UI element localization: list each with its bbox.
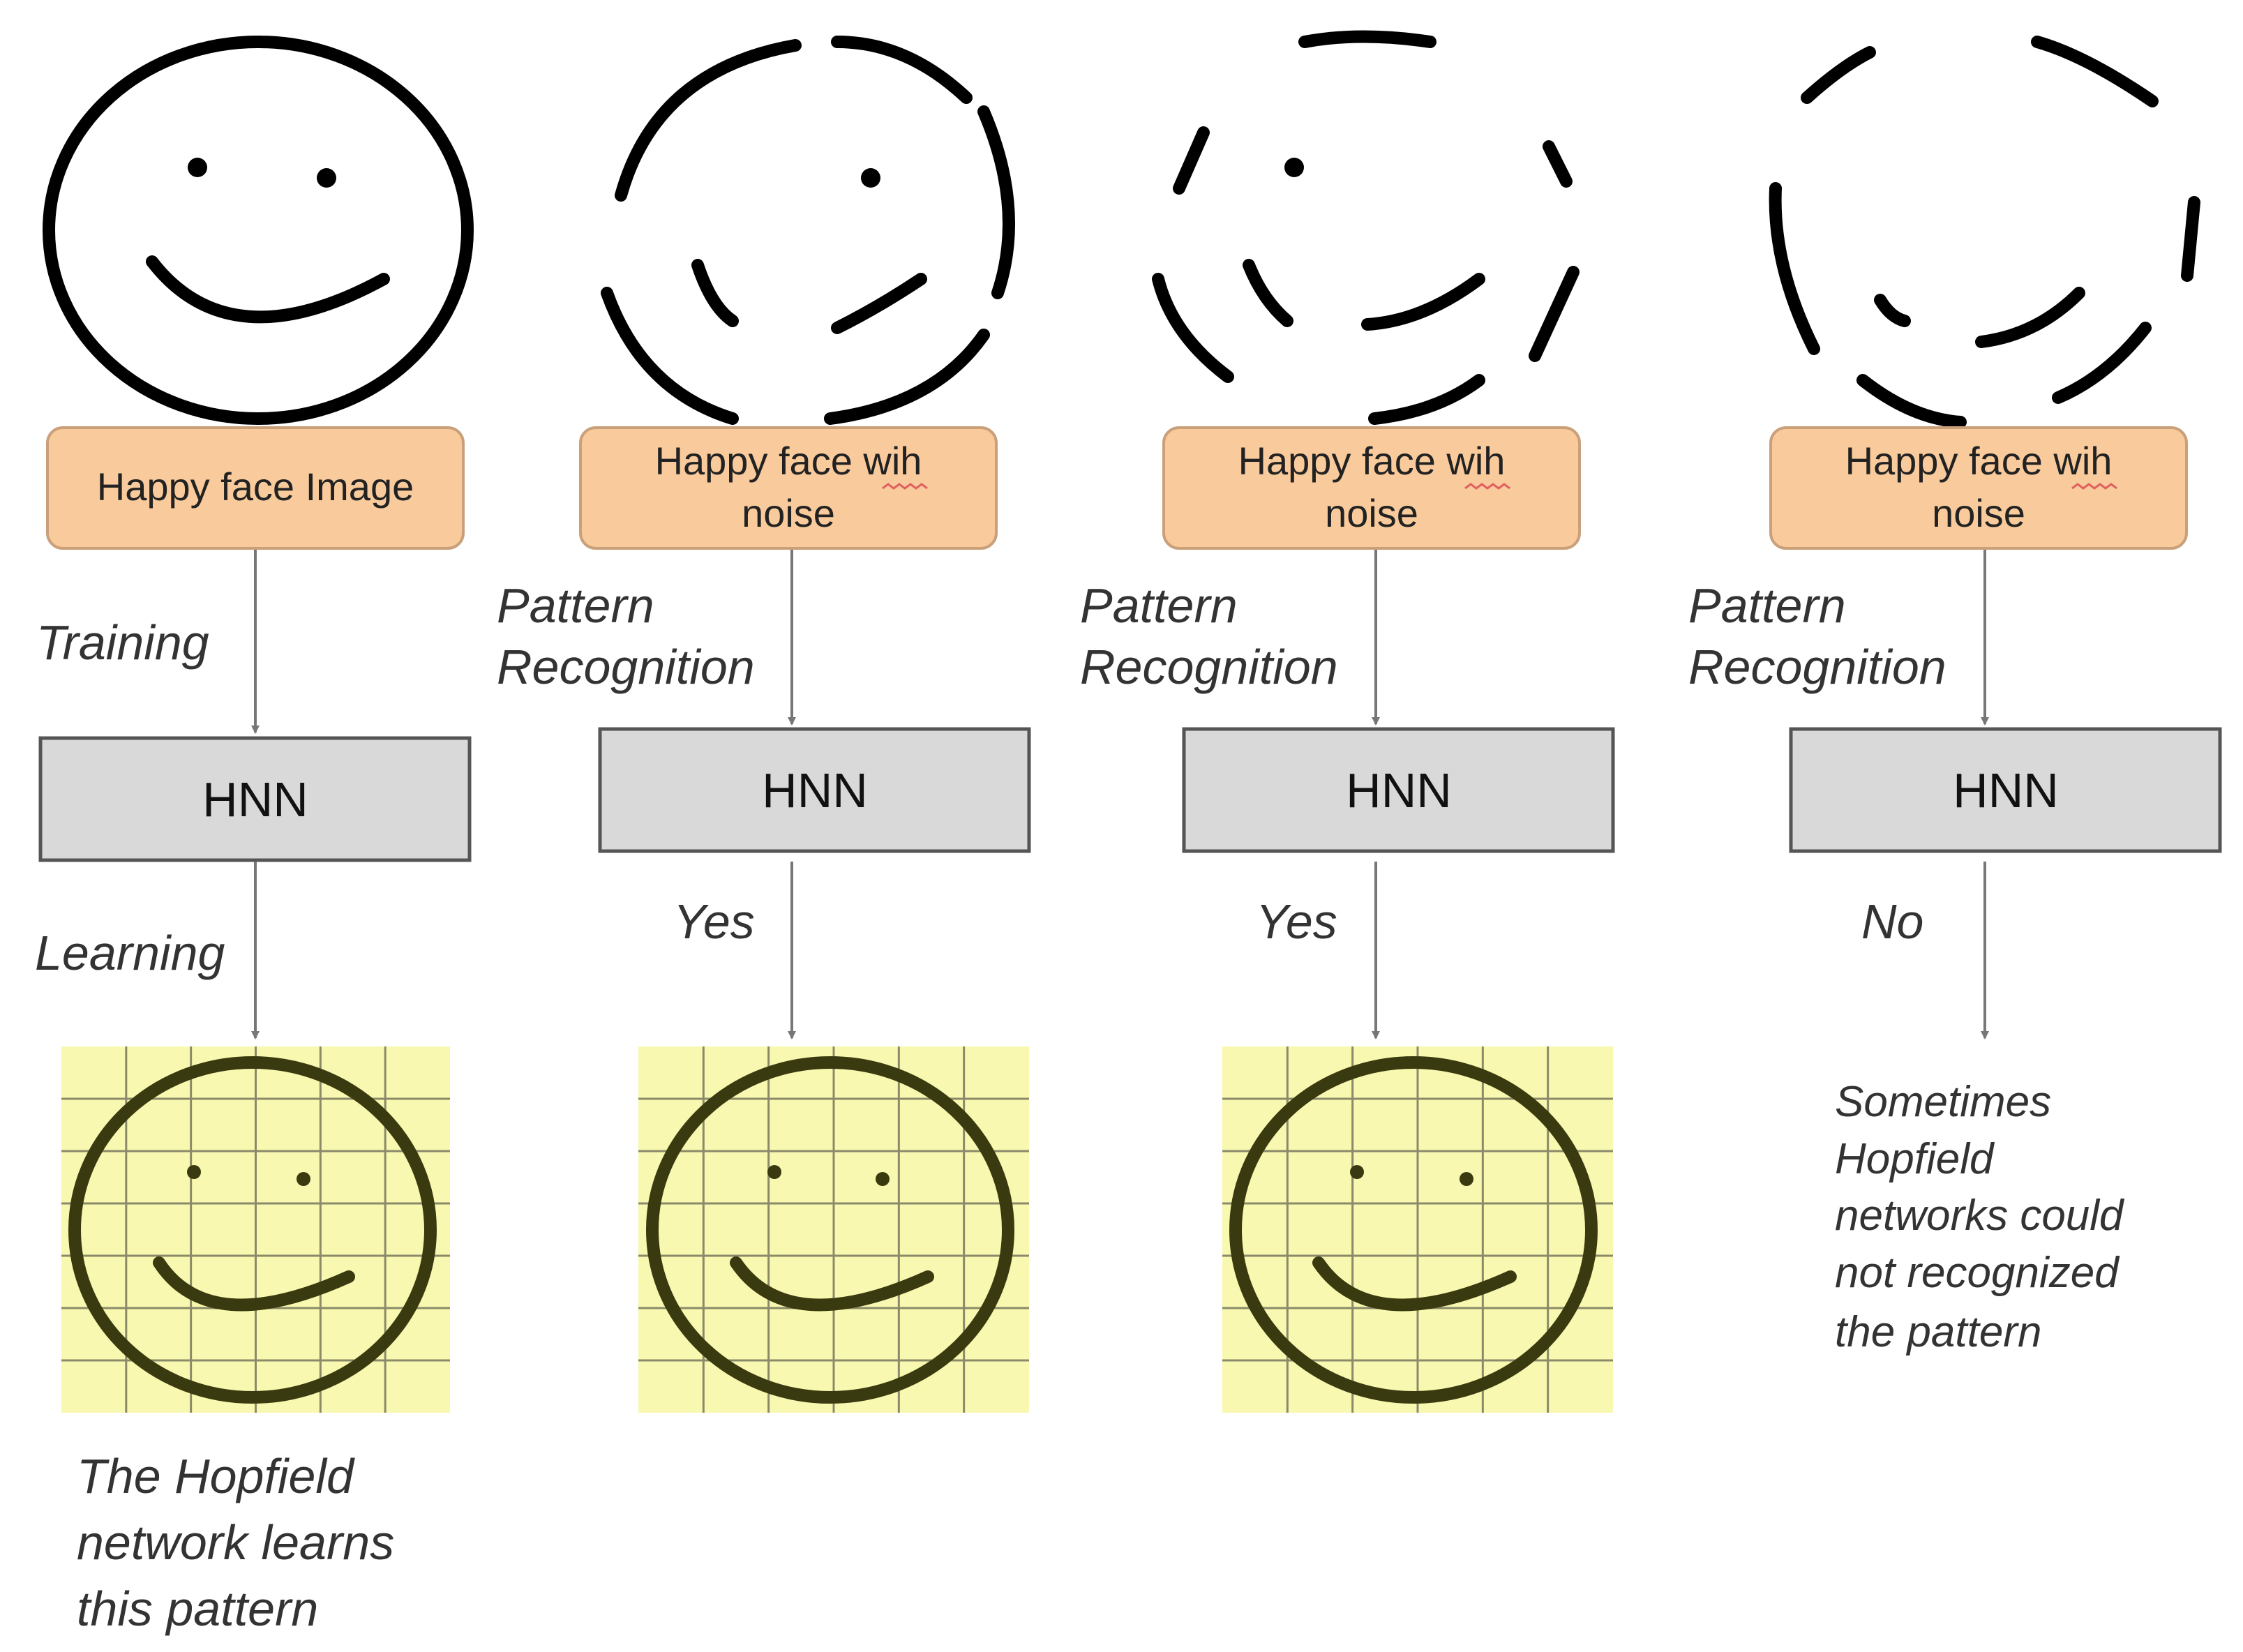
svg-text:this pattern: this pattern: [77, 1582, 318, 1636]
spellcheck-underline: [1464, 483, 1510, 490]
hnn-label-4: HNN: [1953, 763, 2059, 818]
label-recognition-3: Recognition: [1080, 640, 1338, 694]
svg-text:the pattern: the pattern: [1835, 1308, 2041, 1356]
label-pattern-2: Pattern: [497, 578, 654, 633]
happy-face-noisy-icon: [1152, 30, 1580, 425]
learned-pattern-grid-1: [61, 1046, 450, 1413]
label-pattern-3: Pattern: [1080, 578, 1238, 633]
hnn-label-3: HNN: [1346, 763, 1452, 818]
hnn-box-4: [1789, 727, 2222, 853]
hnn-box-1: [38, 736, 472, 862]
hnn-box-2: [598, 727, 1031, 853]
happy-face-clean-icon: [43, 36, 474, 425]
svg-text:The Hopfield: The Hopfield: [77, 1449, 355, 1503]
input-box-2-label-line1: Happy face wih: [655, 439, 922, 483]
spellcheck-underline: [882, 483, 928, 490]
input-box-3-label-line2: noise: [1325, 491, 1418, 535]
input-box-4-label-line2: noise: [1932, 491, 2025, 535]
hnn-label-1: HNN: [202, 772, 308, 827]
input-box-4: [1769, 426, 2188, 550]
input-box-1-label: Happy face Image: [97, 465, 414, 509]
column-1: Happy face Image Training HNN Learning T…: [35, 36, 474, 1636]
spellcheck-underline: [2071, 483, 2117, 490]
column-3: Happy face wih noise Pattern Recognition…: [1080, 30, 1615, 1413]
svg-text:not recognized: not recognized: [1835, 1249, 2120, 1297]
svg-text:network learns: network learns: [77, 1515, 394, 1570]
note-1: The Hopfield network learns this pattern: [77, 1449, 394, 1636]
label-pattern-4: Pattern: [1688, 578, 1846, 633]
recognized-pattern-grid-3: [1222, 1046, 1613, 1413]
input-box-3-label-line1: Happy face wih: [1238, 439, 1506, 483]
svg-text:Hopfield: Hopfield: [1835, 1135, 1995, 1183]
hnn-label-2: HNN: [762, 763, 868, 818]
label-yes-3: Yes: [1256, 894, 1337, 949]
label-learning: Learning: [35, 926, 225, 980]
label-no-4: No: [1861, 894, 1923, 949]
svg-text:Sometimes: Sometimes: [1835, 1078, 2051, 1126]
label-recognition-4: Recognition: [1688, 640, 1946, 694]
svg-text:networks could: networks could: [1835, 1192, 2125, 1240]
column-4: Happy face wih noise Pattern Recognition…: [1688, 36, 2222, 1356]
input-box-3: [1162, 426, 1581, 550]
happy-face-noisy-icon: [601, 36, 1015, 425]
happy-face-noisy-icon: [1769, 36, 2200, 428]
input-box-4-label-line1: Happy face wih: [1845, 439, 2113, 483]
column-2: Happy face wih noise Pattern Recognition…: [497, 36, 1031, 1413]
hnn-box-3: [1182, 727, 1615, 853]
label-yes-2: Yes: [673, 894, 755, 949]
input-box-1: [46, 426, 465, 550]
input-box-2-label-line2: noise: [742, 491, 835, 535]
note-4: Sometimes Hopfield networks could not re…: [1835, 1078, 2125, 1356]
label-training: Training: [36, 615, 209, 670]
input-box-2: [579, 426, 998, 550]
label-recognition-2: Recognition: [497, 640, 755, 694]
recognized-pattern-grid-2: [638, 1046, 1029, 1413]
